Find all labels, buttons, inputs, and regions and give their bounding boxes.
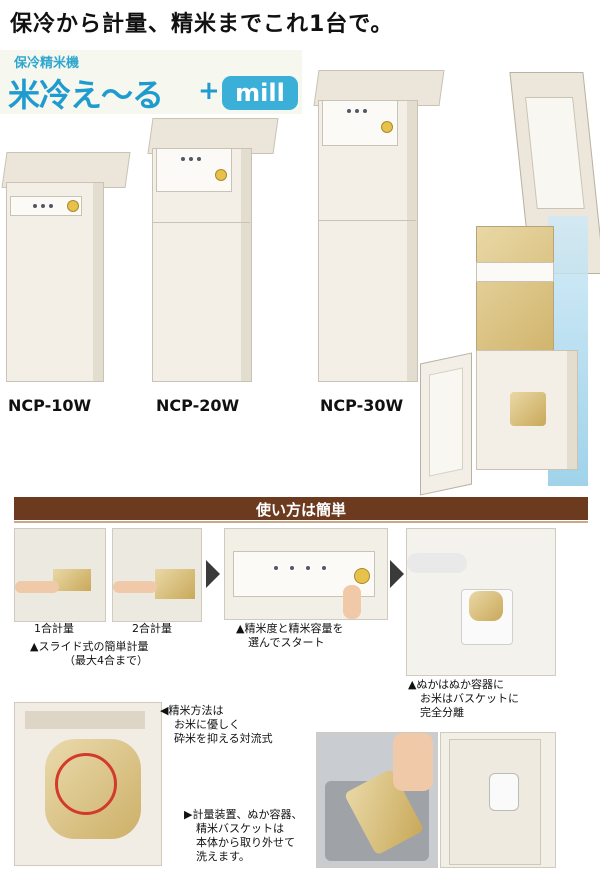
logo-main-text: 米冷え〜る — [8, 76, 164, 114]
banner-underline — [14, 521, 588, 523]
feature1-line2: お米に優しく — [174, 718, 240, 731]
start-knob-icon — [354, 568, 370, 584]
cabinet-body — [318, 100, 418, 382]
feature2-line3: 本体から取り外せて — [196, 836, 295, 849]
pressing-finger — [343, 585, 361, 619]
model-label-ncp-20w: NCP-20W — [156, 396, 240, 415]
feature1-line1: ◀精米方法は — [160, 704, 224, 717]
rice-basket-icon — [510, 392, 546, 426]
step-arrow-icon — [390, 560, 404, 588]
start-knob-icon — [381, 121, 393, 133]
rice-basket-icon — [469, 591, 503, 621]
rotation-arrow-icon — [55, 753, 117, 815]
washing-parts-photo — [316, 732, 438, 868]
product-ncp-30w-image — [313, 70, 446, 384]
step1-caption-line2: （最大4合まで） — [64, 654, 148, 667]
measure-2go-photo — [112, 528, 202, 622]
product-ncp-10w-image — [1, 152, 131, 384]
step2-caption-line2: 選んでスタート — [248, 636, 325, 649]
start-knob-icon — [215, 169, 227, 181]
feature2-line4: 洗えます。 — [196, 850, 250, 863]
usage-banner — [14, 497, 588, 520]
control-panel — [156, 148, 232, 192]
control-panel — [322, 100, 398, 146]
start-knob-icon — [67, 200, 79, 212]
step1b-label: 2合計量 — [132, 622, 172, 635]
step2-caption-line1: ▲精米度と精米容量を — [236, 622, 344, 635]
logo-mill-badge: mill — [222, 76, 298, 110]
step3-caption-line2: お米はバスケットに — [420, 692, 519, 705]
logo-subtitle: 保冷精米機 — [14, 56, 80, 71]
removable-container-photo — [440, 732, 556, 868]
logo-plus: + — [198, 76, 220, 106]
feature2-line1: ▶計量装置、ぬか容器、 — [184, 808, 303, 821]
convection-mill-photo — [14, 702, 162, 866]
headline: 保冷から計量、精米までこれ1台で。 — [10, 12, 394, 37]
open-door — [420, 352, 472, 496]
control-panel — [10, 196, 82, 216]
usage-banner-title: 使い方は簡単 — [255, 501, 346, 519]
product-open-cutaway-image — [420, 70, 600, 496]
feature2-line2: 精米バスケットは — [196, 822, 284, 835]
control-panel — [476, 262, 554, 282]
measure-1go-photo — [14, 528, 106, 622]
model-label-ncp-10w: NCP-10W — [8, 396, 92, 415]
control-panel-photo — [224, 528, 388, 620]
step1a-label: 1合計量 — [34, 622, 74, 635]
step3-caption-line1: ▲ぬかはぬか容器に — [408, 678, 505, 691]
step-arrow-icon — [206, 560, 220, 588]
model-label-ncp-30w: NCP-30W — [320, 396, 404, 415]
product-ncp-20w-image — [147, 118, 280, 384]
feature1-line3: 砕米を抑える対流式 — [174, 732, 273, 745]
step1-caption-line1: ▲スライド式の簡単計量 — [30, 640, 149, 653]
step3-caption-line3: 完全分離 — [420, 706, 464, 719]
bran-separation-photo — [406, 528, 556, 676]
